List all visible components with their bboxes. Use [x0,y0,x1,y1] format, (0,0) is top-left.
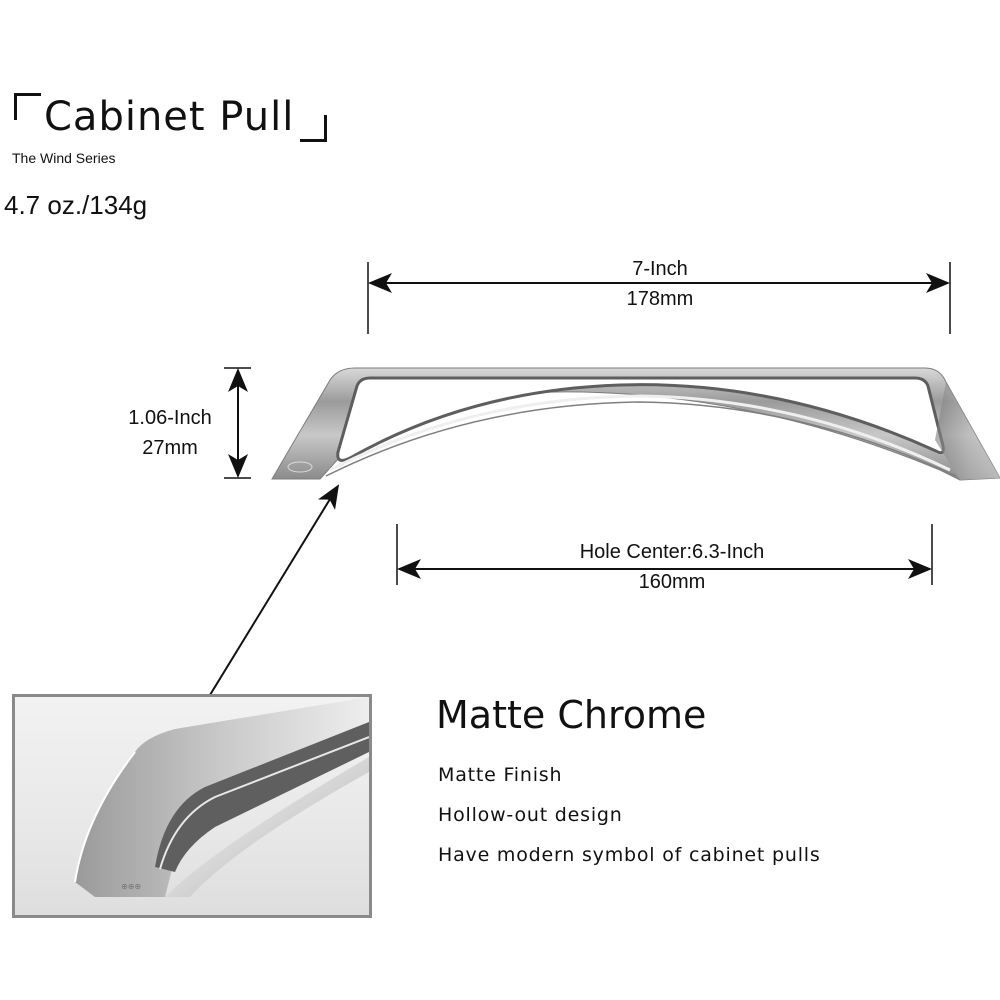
length-mm: 178mm [626,288,694,310]
pull-closeup-illustration: ⊕⊕⊕ [74,697,369,897]
length-dimension-line [367,262,951,334]
length-inch: 7-Inch [632,258,688,280]
length-label: 7-Inch 178mm [560,254,760,314]
feature-item: Have modern symbol of cabinet pulls [438,844,821,866]
product-title: Cabinet Pull [44,94,295,140]
detail-pointer-arrow [201,484,340,709]
feature-item: Matte Finish [438,764,563,786]
product-weight: 4.7 oz./134g [4,190,148,220]
cabinet-pull-image [271,367,1000,481]
hole-center-inch: Hole Center:6.3-Inch [579,541,765,563]
hole-center-mm: 160mm [638,571,706,593]
svg-text:⊕⊕⊕: ⊕⊕⊕ [121,882,141,891]
detail-inset-image: ⊕⊕⊕ [12,694,372,918]
hole-center-label: Hole Center:6.3-Inch 160mm [522,537,822,597]
height-mm: 27mm [142,437,198,459]
hole-center-dimension-line [396,524,933,585]
series-name: The Wind Series [12,150,116,166]
height-inch: 1.06-Inch [128,407,212,429]
feature-item: Hollow-out design [438,804,623,826]
title-bracket-open [14,93,41,120]
title-bracket-close [300,115,327,142]
height-label: 1.06-Inch 27mm [110,403,230,463]
height-dimension-line [224,367,251,479]
finish-title: Matte Chrome [436,693,707,737]
